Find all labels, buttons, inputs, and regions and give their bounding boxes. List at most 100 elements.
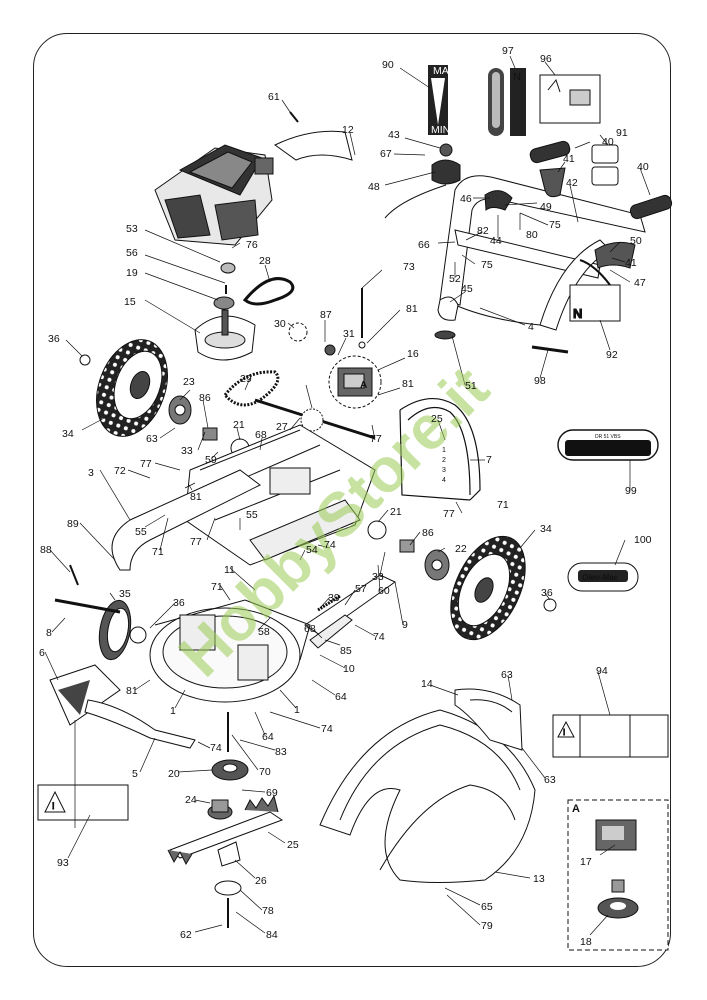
callout-98: 98: [534, 375, 546, 387]
callout-54: 54: [306, 544, 318, 556]
leader-lines: [44, 55, 651, 936]
callout-40b: 40: [637, 161, 649, 173]
callout-51: 51: [465, 380, 477, 392]
grass-bag-13: [319, 709, 536, 883]
gear-21b: [367, 520, 387, 540]
callout-47: 47: [634, 277, 646, 289]
washer-36b: [129, 626, 147, 644]
callout-79: 79: [481, 920, 493, 932]
bushing-33: [202, 427, 218, 441]
callout-73: 73: [403, 261, 415, 273]
callout-77d: 77: [190, 536, 202, 548]
callout-60: 60: [378, 585, 390, 597]
callout-87: 87: [320, 309, 332, 321]
callout-91: 91: [616, 127, 628, 139]
callout-35: 35: [119, 588, 131, 600]
front-wheel-35: [98, 599, 132, 661]
callout-18: 18: [580, 936, 592, 948]
blade-hub-24: [207, 799, 233, 820]
callout-36b: 36: [173, 597, 185, 609]
blade-adapter-20: [211, 759, 249, 781]
callout-80: 80: [526, 229, 538, 241]
callout-71a: 71: [497, 499, 509, 511]
callout-55a: 55: [135, 526, 147, 538]
callout-4: 4: [528, 321, 534, 333]
callout-70: 70: [259, 766, 271, 778]
washer-36c: [543, 598, 557, 612]
callout-72: 72: [114, 465, 126, 477]
callout-100: 100: [634, 534, 652, 546]
callout-31: 31: [343, 328, 355, 340]
callout-63c: 63: [544, 774, 556, 786]
decal-97a: [488, 68, 504, 136]
callout-94: 94: [596, 665, 608, 677]
callout-81b: 81: [402, 378, 414, 390]
callout-64b: 64: [262, 731, 274, 743]
callout-99: 99: [625, 485, 637, 497]
warn-93-mark: !: [52, 801, 55, 811]
hub-23: [168, 395, 192, 425]
callout-52: 52: [449, 273, 461, 285]
callout-90: 90: [382, 59, 394, 71]
inset-a-label: A: [572, 803, 580, 815]
callout-1a: 1: [170, 705, 176, 717]
deck-decal-25: 1 2 3 4: [442, 447, 446, 484]
callout-40a: 40: [602, 136, 614, 148]
callout-76: 76: [246, 239, 258, 251]
decal-92: N: [569, 284, 621, 322]
efco-model: DR 51 VBS: [595, 434, 621, 440]
callout-55b: 55: [246, 509, 258, 521]
callout-96: 96: [540, 53, 552, 65]
lever-47: [579, 259, 611, 286]
blade-teeth-left: [167, 849, 193, 866]
decal-92-letter: N: [573, 306, 582, 321]
decal-25-line-1: 1: [442, 447, 446, 454]
rear-wheel-right: [450, 535, 526, 641]
callout-20: 20: [168, 768, 180, 780]
callout-57: 57: [355, 583, 367, 595]
callout-17: 17: [580, 856, 592, 868]
diagram-frame: [33, 33, 671, 967]
efco-badge-99: DR 51 VBS efco: [557, 429, 659, 461]
callout-81a: 81: [406, 303, 418, 315]
callout-77c: 77: [443, 508, 455, 520]
callout-81d: 81: [126, 685, 138, 697]
throttle-cable: [384, 184, 447, 219]
callout-14: 14: [421, 678, 433, 690]
callout-84: 84: [266, 929, 278, 941]
grip-40b: [629, 194, 673, 220]
warn-94-mark: !: [563, 728, 565, 737]
callout-64a: 64: [335, 691, 347, 703]
callout-93: 93: [57, 857, 69, 869]
lever-41a: [539, 167, 566, 198]
decal-90-max: MAX: [433, 65, 456, 77]
callout-7: 7: [486, 454, 492, 466]
gearbox-16: [324, 344, 382, 409]
callout-15: 15: [124, 296, 136, 308]
decal-91: [591, 144, 619, 186]
callout-36c: 36: [541, 587, 553, 599]
callout-39: 39: [328, 592, 340, 604]
decal-90: [428, 65, 448, 135]
callout-71c: 71: [211, 581, 223, 593]
callout-23: 23: [183, 376, 195, 388]
sprocket-86: [300, 408, 324, 432]
callout-78: 78: [262, 905, 274, 917]
decal-25-line-2: 2: [442, 457, 446, 464]
warning-decal-93: !: [37, 784, 129, 821]
detail-circle-30: [288, 322, 308, 342]
spring-51: [434, 330, 456, 340]
callout-48: 48: [368, 181, 380, 193]
callout-75a: 75: [549, 219, 561, 231]
clip-45: [437, 296, 459, 321]
side-rail-9: [304, 574, 396, 649]
oleomac-name: Oleo-Mac: [582, 573, 619, 582]
spring-39: [317, 594, 341, 612]
engine: [154, 144, 274, 246]
callout-49: 49: [540, 201, 552, 213]
callout-69: 69: [266, 787, 278, 799]
chassis-frame: [184, 424, 376, 566]
blade-teeth: [244, 794, 279, 813]
callout-34b: 34: [540, 523, 552, 535]
callout-19: 19: [126, 267, 138, 279]
